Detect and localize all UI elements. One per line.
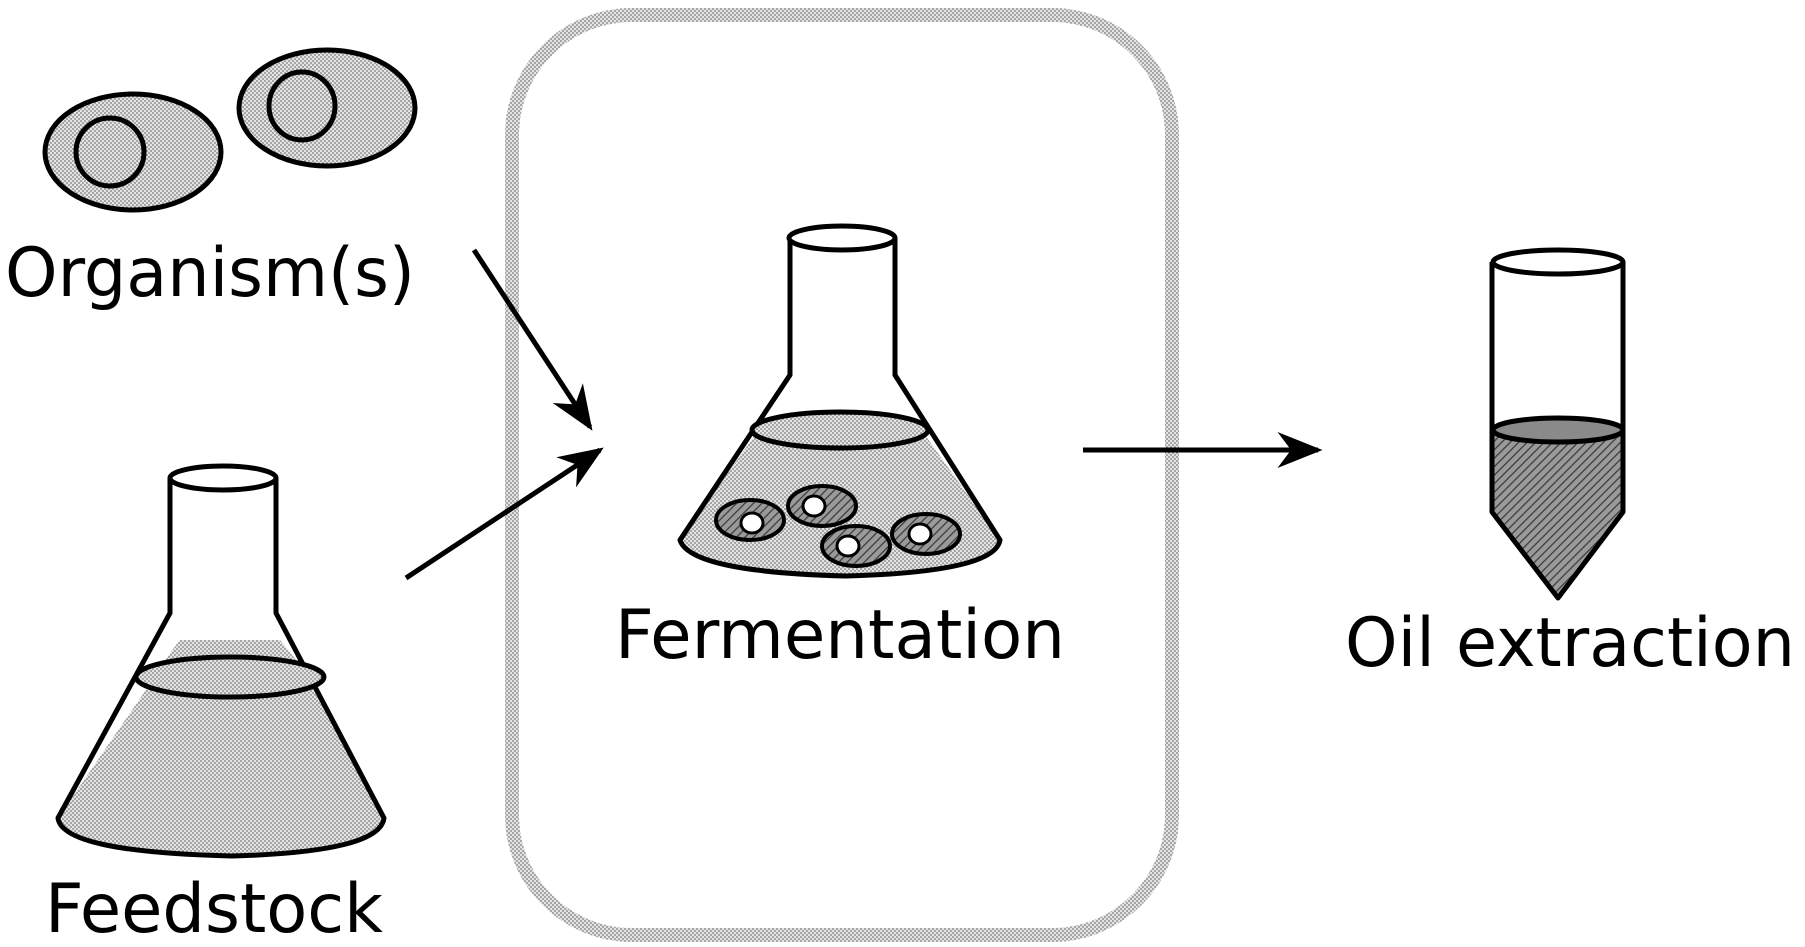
oil-extraction-label: Oil extraction: [1345, 604, 1795, 683]
fermentation-stage-box: [505, 8, 1179, 942]
feedstock-to-fermentation-arrow: [404, 447, 604, 581]
organism-cells-icon: [42, 47, 418, 213]
feedstock-label: Feedstock: [45, 870, 384, 947]
fermentation-flask-icon: [677, 223, 1003, 579]
oil-extraction-tube-icon: [1489, 247, 1626, 601]
fermentation-label: Fermentation: [615, 596, 1065, 675]
feedstock-flask-icon: [55, 463, 387, 859]
organisms-to-fermentation-arrow: [471, 248, 593, 431]
organisms-label: Organism(s): [5, 234, 415, 313]
